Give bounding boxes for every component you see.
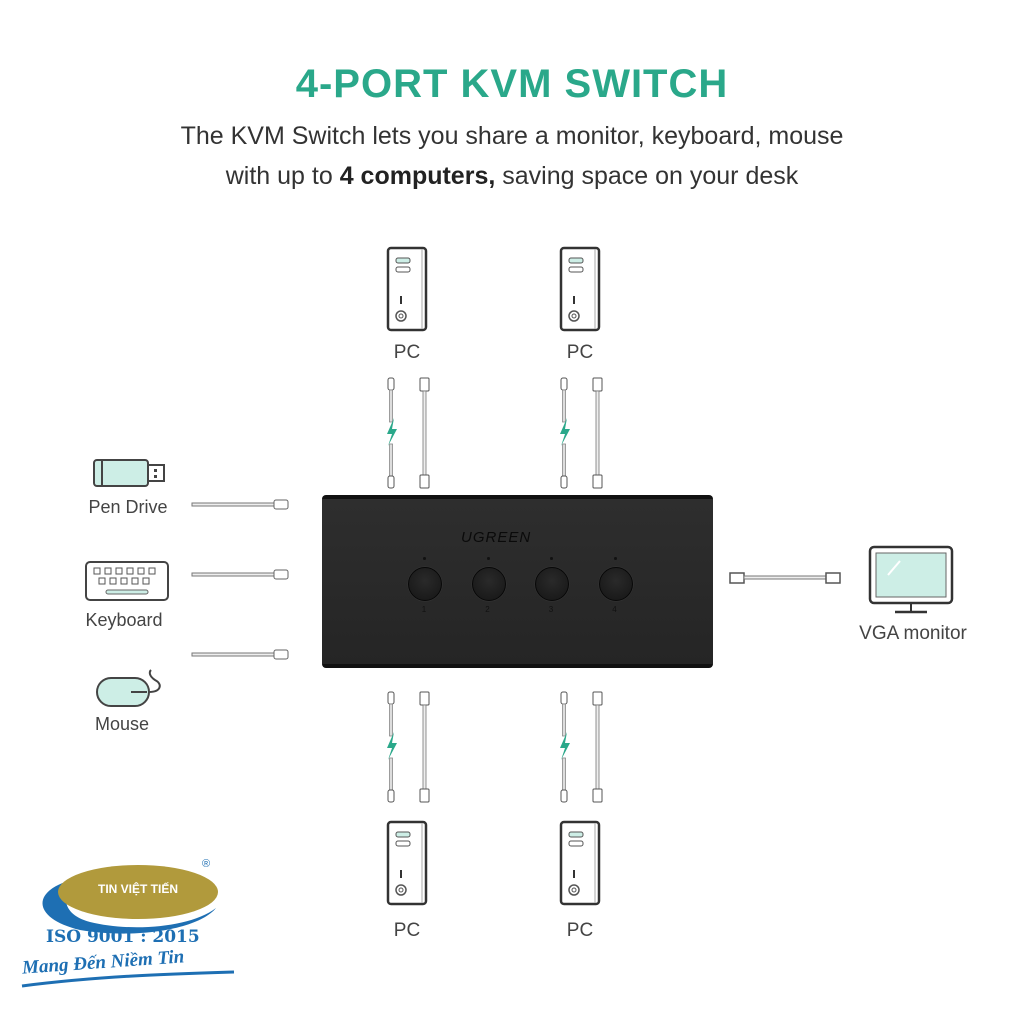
logo-swoosh-icon	[42, 865, 218, 934]
port-button-3[interactable]	[535, 567, 569, 601]
key	[109, 577, 117, 585]
pc-cables-top-right	[557, 376, 607, 495]
mouse-cable	[191, 649, 289, 660]
pc-cables-top-left	[384, 376, 434, 495]
pc-cables-bottom-left	[384, 690, 434, 809]
key	[98, 577, 106, 585]
port-number: 1	[421, 605, 427, 614]
key	[93, 567, 101, 575]
pc-label-bottom-right: PC	[566, 920, 594, 941]
logo-registered: ®	[202, 858, 211, 870]
vga-cable	[592, 691, 603, 803]
usb-cable	[387, 377, 395, 489]
pc-label-top-left: PC	[393, 342, 421, 363]
ugreen-logo: UGREEN	[461, 529, 532, 546]
vga-cable	[419, 377, 430, 489]
pen-drive-label: Pen Drive	[88, 497, 168, 517]
key	[142, 577, 150, 585]
port-led	[613, 557, 617, 560]
logo-underline	[21, 970, 235, 988]
page-title: 4-PORT KVM SWITCH	[295, 62, 729, 106]
pc-icon	[559, 820, 601, 911]
vga-cable	[729, 572, 841, 584]
port-button-2[interactable]	[471, 567, 506, 601]
mouse-label: Mouse	[94, 714, 150, 734]
port-button-1[interactable]	[408, 567, 442, 601]
usb-cable	[560, 377, 568, 489]
usb-cable	[560, 691, 568, 803]
key	[104, 567, 112, 575]
lightning-icon	[560, 732, 570, 760]
tin-viet-tien-logo: TIN VIỆT TIẾN ® ISO 9001 : 2015 Mang Đến…	[20, 858, 240, 988]
lightning-icon	[560, 418, 570, 446]
port-led	[423, 557, 426, 560]
keyboard-cable	[191, 569, 289, 580]
pc-label-top-right: PC	[566, 342, 594, 363]
subtitle-prefix: with up to	[225, 162, 340, 190]
kvm-switch: UGREEN 1 2 3 4	[322, 495, 713, 668]
lightning-icon	[387, 418, 397, 446]
subtitle-line-2: with up to 4 computers, saving space on …	[0, 162, 1024, 191]
pc-icon	[386, 820, 428, 911]
subtitle-bold: 4 computers,	[339, 162, 496, 190]
port-button-4[interactable]	[598, 567, 633, 601]
logo-company: TIN VIỆT TIẾN	[97, 882, 178, 896]
key	[131, 577, 139, 585]
port-number: 2	[485, 605, 490, 614]
mouse-icon	[96, 669, 161, 707]
key	[120, 577, 128, 585]
pen-drive-cable	[191, 499, 289, 510]
port-led	[486, 557, 490, 560]
lightning-icon	[387, 732, 397, 760]
pc-label-bottom-left: PC	[393, 920, 421, 941]
pen-drive-icon	[93, 459, 165, 487]
key	[137, 567, 145, 575]
pc-icon	[559, 246, 601, 337]
usb-cable	[387, 691, 395, 803]
key	[148, 567, 156, 575]
subtitle-line-1: The KVM Switch lets you share a monitor,…	[180, 122, 844, 150]
pc-cables-bottom-right	[557, 690, 607, 809]
monitor-label: VGA monitor	[859, 623, 967, 644]
keyboard-icon	[85, 561, 169, 601]
logo-iso: ISO 9001 : 2015	[46, 927, 200, 947]
port-number: 4	[612, 605, 617, 614]
monitor-icon	[868, 545, 954, 614]
port-led	[550, 557, 553, 560]
vga-cable	[592, 377, 603, 489]
key	[126, 567, 134, 575]
pc-icon	[386, 246, 428, 337]
key	[115, 567, 123, 575]
keyboard-label: Keyboard	[85, 610, 163, 630]
port-number: 3	[548, 605, 554, 614]
subtitle-suffix: saving space on your desk	[495, 162, 799, 190]
peripheral-cables	[191, 499, 289, 660]
vga-cable	[419, 691, 430, 803]
